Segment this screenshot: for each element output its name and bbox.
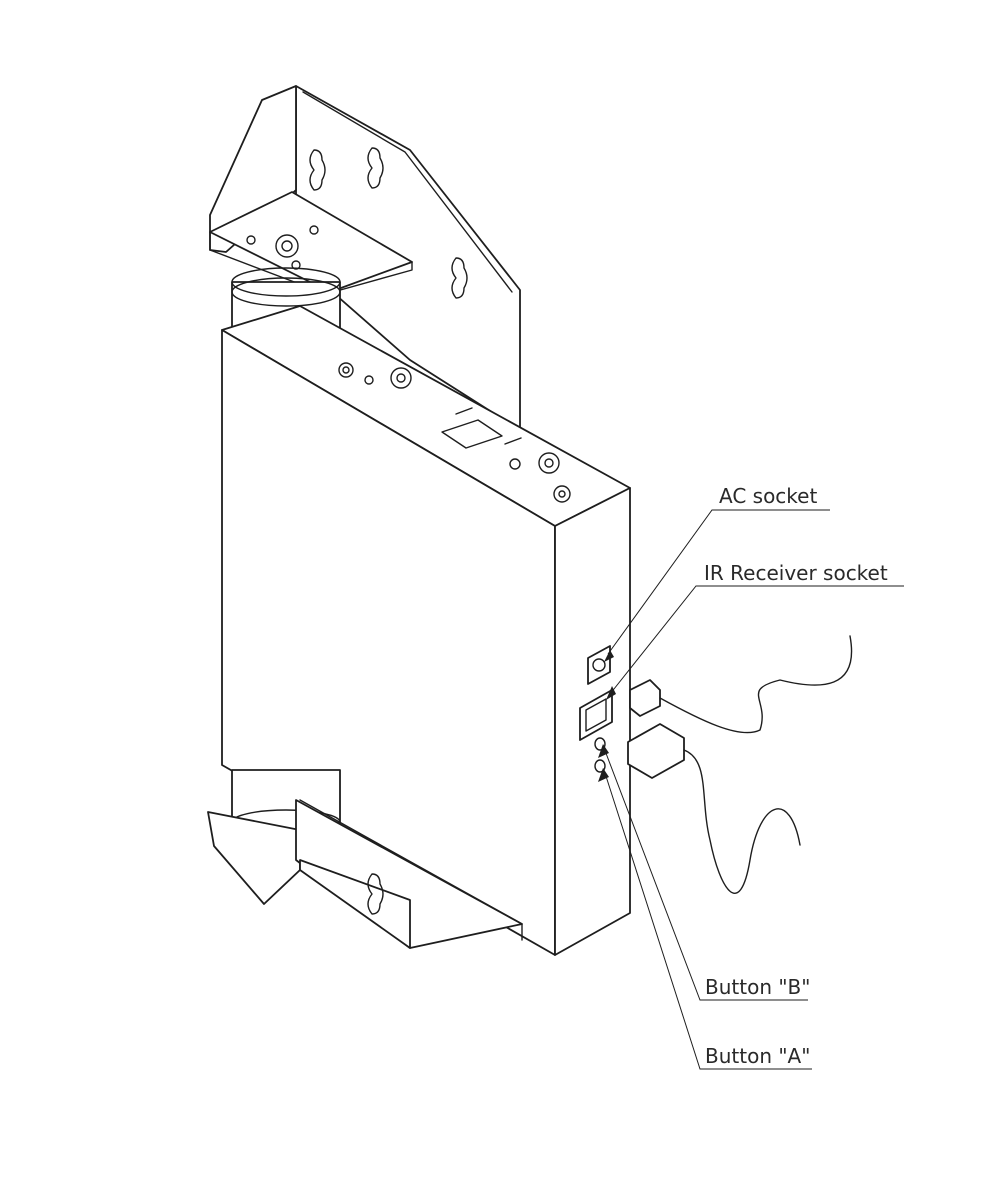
button-b-label: Button "B" bbox=[705, 975, 811, 999]
ac-socket-label: AC socket bbox=[719, 484, 818, 508]
keyhole-slot bbox=[309, 147, 468, 299]
button-a-arrowhead bbox=[598, 768, 609, 782]
keyhole-slot bbox=[367, 873, 384, 915]
ir-arrowhead bbox=[606, 686, 616, 700]
ir-receiver-socket bbox=[579, 689, 613, 741]
button-a-leader-line bbox=[603, 769, 812, 1070]
leader-lines bbox=[598, 509, 904, 1070]
button-a-label: Button "A" bbox=[705, 1044, 811, 1068]
button-b bbox=[594, 737, 606, 751]
ac-arrowhead bbox=[604, 650, 614, 662]
ir-receiver-cable bbox=[627, 723, 801, 894]
upper-mounting-bracket bbox=[209, 85, 521, 431]
ac-socket bbox=[587, 645, 611, 685]
button-a bbox=[594, 759, 606, 773]
ac-socket-leader-line bbox=[607, 509, 830, 655]
button-b-arrowhead bbox=[598, 744, 609, 758]
ir-receiver-socket-label: IR Receiver socket bbox=[704, 561, 888, 585]
ac-cable bbox=[629, 635, 853, 734]
button-b-leader-line bbox=[603, 747, 808, 1001]
lower-mounting-bracket bbox=[207, 799, 523, 949]
ir-receiver-socket-leader-line bbox=[609, 585, 904, 695]
